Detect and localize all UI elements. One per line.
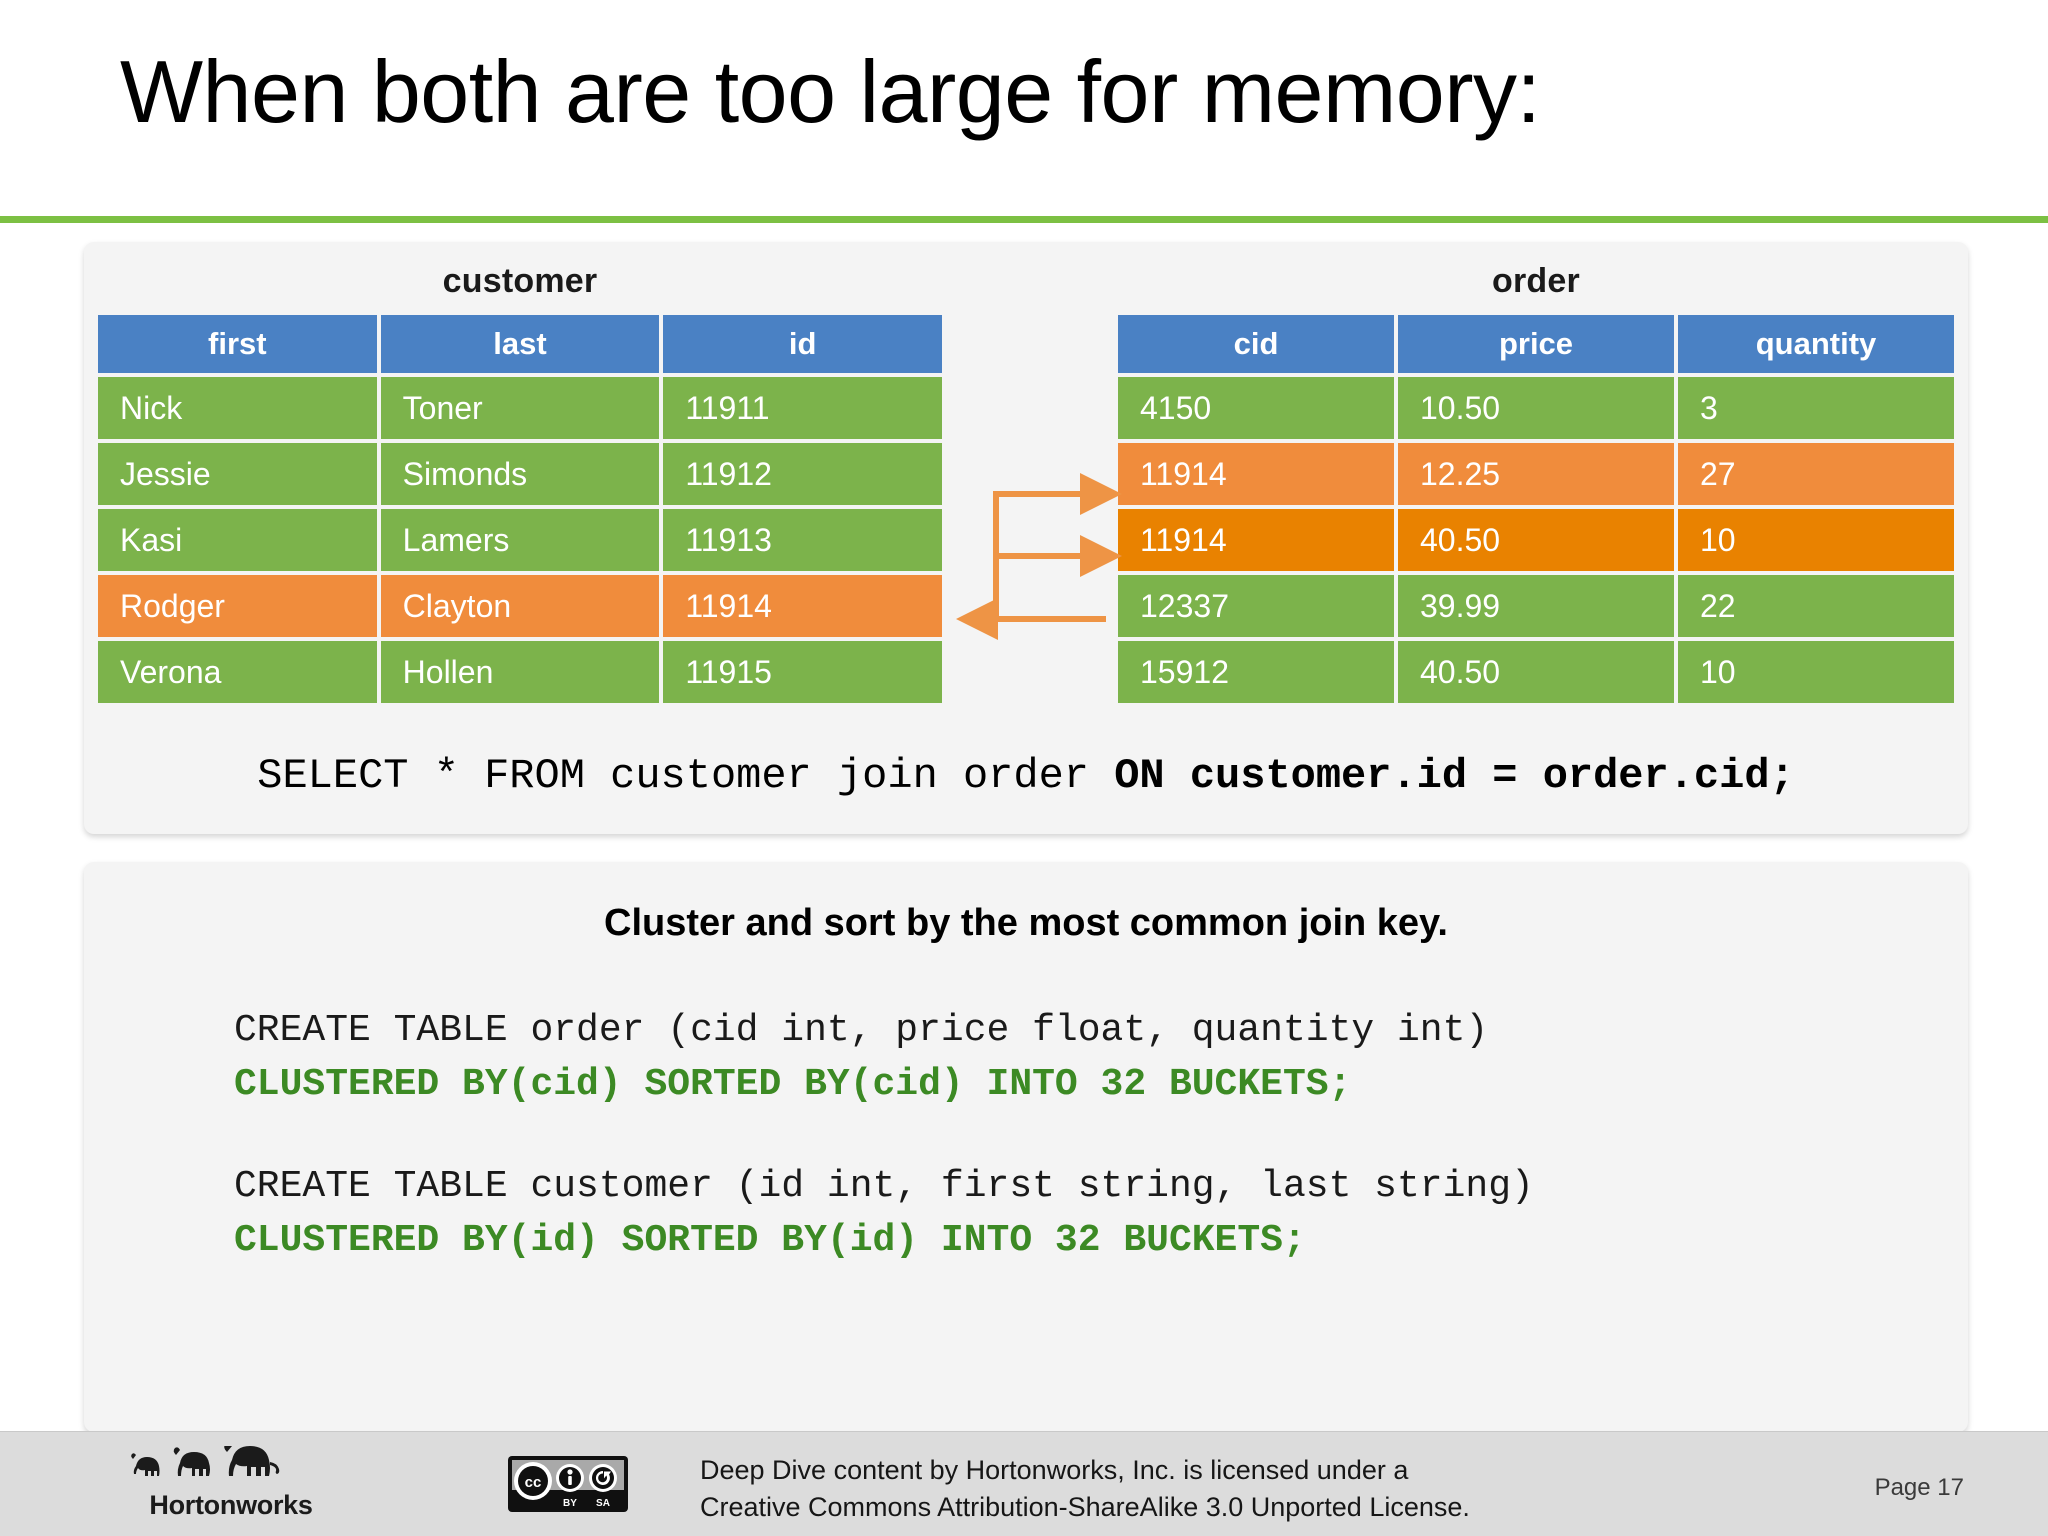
customer-column-header: id <box>663 315 942 373</box>
customer-cell: 11913 <box>663 509 942 571</box>
page-title: When both are too large for memory: <box>120 42 1541 141</box>
order-cell: 27 <box>1678 443 1954 505</box>
customer-column-header: last <box>380 315 660 373</box>
customer-cell: Verona <box>98 641 377 703</box>
customer-cell: 11911 <box>663 377 942 439</box>
customer-create-table-code: CREATE TABLE customer (id int, first str… <box>234 1160 1534 1268</box>
customer-cell: Jessie <box>98 443 377 505</box>
customer-cell: Kasi <box>98 509 377 571</box>
order-cell: 40.50 <box>1398 641 1674 703</box>
order-table-caption: order <box>1492 262 1580 300</box>
order-cell: 22 <box>1678 575 1954 637</box>
customer-cell: Hollen <box>380 641 660 703</box>
join-sql-statement: SELECT * FROM customer join order ON cus… <box>84 752 1968 800</box>
customer-code-line-1: CREATE TABLE customer (id int, first str… <box>234 1165 1534 1208</box>
sql-bold-text: ON customer.id = order.cid; <box>1114 752 1795 800</box>
customer-table-caption: customer <box>442 262 598 300</box>
order-cell: 10 <box>1678 641 1954 703</box>
customer-cell: Nick <box>98 377 377 439</box>
order-cell: 12.25 <box>1398 443 1674 505</box>
customer-cell: 11914 <box>663 575 942 637</box>
slide-footer: Hortonworks cc BY SA Deep Dive content b… <box>0 1431 2048 1536</box>
order-column-header: quantity <box>1678 315 1954 373</box>
customer-cell: Clayton <box>380 575 660 637</box>
order-cell: 4150 <box>1118 377 1394 439</box>
hortonworks-logo: Hortonworks <box>96 1442 366 1524</box>
customer-code-line-2: CLUSTERED BY(id) SORTED BY(id) INTO 32 B… <box>234 1218 1306 1262</box>
license-line-2: Creative Commons Attribution-ShareAlike … <box>700 1492 1470 1523</box>
order-cell: 12337 <box>1118 575 1394 637</box>
order-column-header: price <box>1398 315 1674 373</box>
customer-column-header: first <box>98 315 377 373</box>
order-create-table-code: CREATE TABLE order (cid int, price float… <box>234 1004 1488 1112</box>
order-cell: 3 <box>1678 377 1954 439</box>
customer-cell: 11915 <box>663 641 942 703</box>
page-number: Page 17 <box>1874 1474 1964 1501</box>
customer-cell: Lamers <box>380 509 660 571</box>
order-cell: 39.99 <box>1398 575 1674 637</box>
sql-normal-text: SELECT * FROM customer join order <box>257 752 1115 800</box>
license-text: Deep Dive content by Hortonworks, Inc. i… <box>700 1452 1470 1527</box>
clustering-panel: Cluster and sort by the most common join… <box>84 862 1968 1432</box>
title-divider-rule <box>0 216 2048 223</box>
cluster-section-heading: Cluster and sort by the most common join… <box>604 902 1448 944</box>
license-line-1: Deep Dive content by Hortonworks, Inc. i… <box>700 1455 1409 1485</box>
order-code-line-2: CLUSTERED BY(cid) SORTED BY(cid) INTO 32… <box>234 1062 1352 1106</box>
svg-text:cc: cc <box>525 1474 542 1491</box>
elephants-icon <box>131 1442 280 1476</box>
creative-commons-by-sa-icon: cc BY SA <box>508 1456 628 1512</box>
order-cell: 40.50 <box>1398 509 1674 571</box>
cc-sa-label: SA <box>596 1498 610 1509</box>
order-cell: 11914 <box>1118 443 1394 505</box>
order-cell: 15912 <box>1118 641 1394 703</box>
join-key-arrows-icon <box>956 473 1122 640</box>
order-cell: 10 <box>1678 509 1954 571</box>
order-cell: 11914 <box>1118 509 1394 571</box>
order-column-header: cid <box>1118 315 1394 373</box>
hortonworks-logo-text: Hortonworks <box>149 1490 313 1520</box>
customer-cell: 11912 <box>663 443 942 505</box>
customer-cell: Simonds <box>380 443 660 505</box>
customer-cell: Rodger <box>98 575 377 637</box>
customer-cell: Toner <box>380 377 660 439</box>
order-code-line-1: CREATE TABLE order (cid int, price float… <box>234 1009 1489 1052</box>
cc-by-label: BY <box>563 1498 577 1509</box>
order-cell: 10.50 <box>1398 377 1674 439</box>
